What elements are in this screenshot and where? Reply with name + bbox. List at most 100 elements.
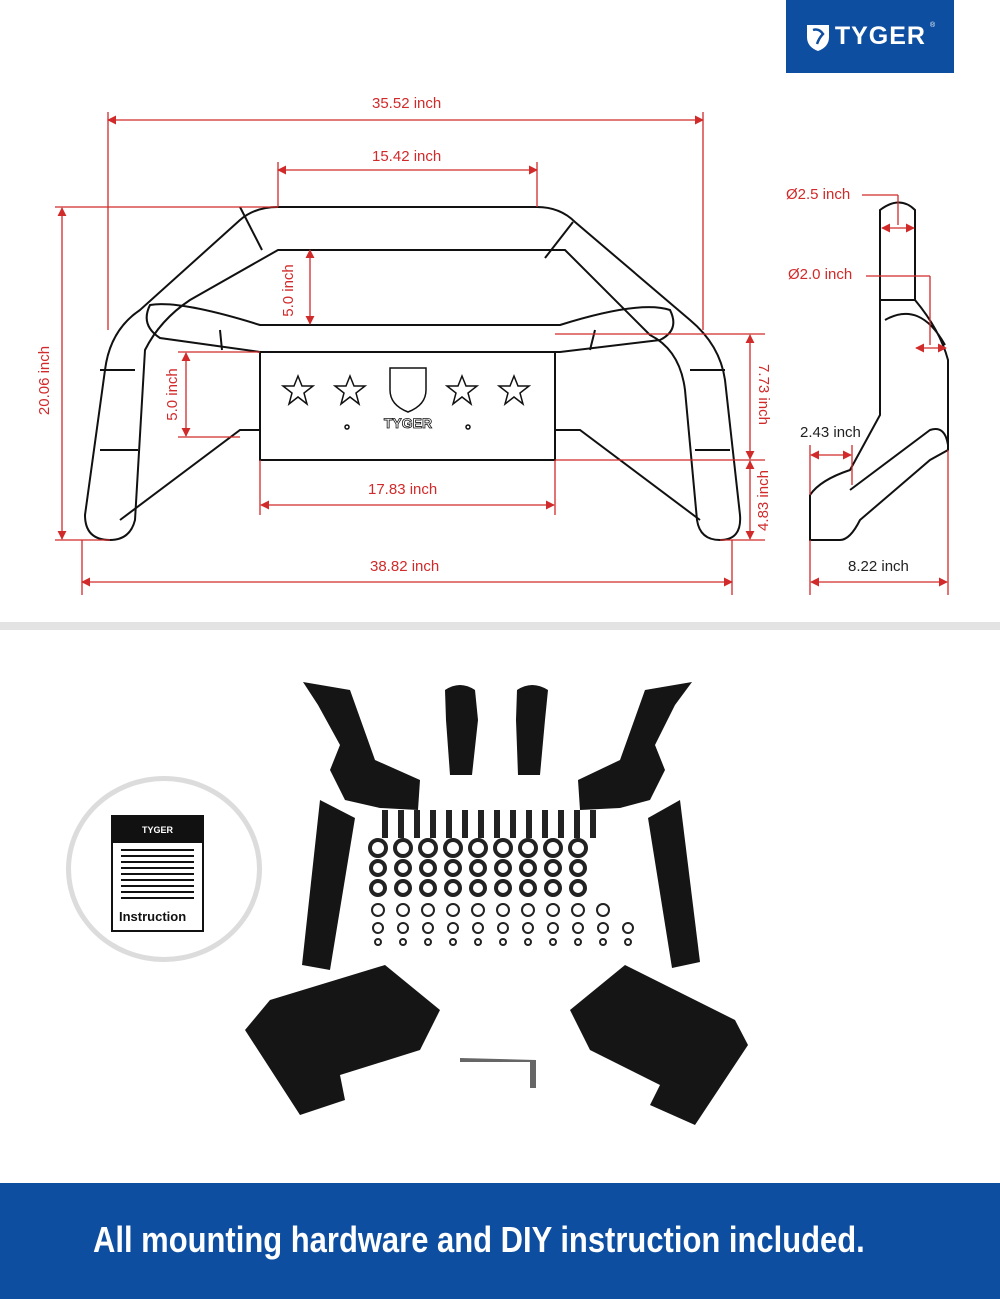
washer bbox=[449, 938, 457, 946]
dim-top-bar-width: 15.42 inch bbox=[372, 148, 442, 165]
washer bbox=[572, 922, 584, 934]
bolt bbox=[590, 810, 596, 838]
washer bbox=[493, 838, 513, 858]
footer-banner: All mounting hardware and DIY instructio… bbox=[0, 1183, 1000, 1299]
bolt bbox=[542, 810, 548, 838]
washer bbox=[497, 922, 509, 934]
washer bbox=[499, 938, 507, 946]
washer bbox=[444, 879, 462, 897]
washer bbox=[521, 903, 535, 917]
instruction-manual: TYGER Instruction bbox=[111, 815, 204, 932]
bolt bbox=[526, 810, 532, 838]
washer bbox=[372, 922, 384, 934]
washer bbox=[568, 838, 588, 858]
washer bbox=[396, 903, 410, 917]
washer bbox=[544, 859, 562, 877]
dimension-lines bbox=[55, 112, 949, 595]
section-divider bbox=[0, 622, 1000, 630]
washer bbox=[494, 859, 512, 877]
bolt bbox=[446, 810, 452, 838]
dim-side-depth: 8.22 inch bbox=[848, 558, 909, 575]
washer bbox=[522, 922, 534, 934]
washer bbox=[472, 922, 484, 934]
washer bbox=[446, 903, 460, 917]
washer bbox=[394, 859, 412, 877]
washer bbox=[397, 922, 409, 934]
washer bbox=[519, 879, 537, 897]
washer bbox=[596, 903, 610, 917]
washer bbox=[597, 922, 609, 934]
washer bbox=[622, 922, 634, 934]
bolt bbox=[414, 810, 420, 838]
dim-plate-width: 17.83 inch bbox=[368, 481, 438, 498]
washer bbox=[399, 938, 407, 946]
dim-overall-bottom-width: 38.82 inch bbox=[370, 558, 440, 575]
washer bbox=[422, 922, 434, 934]
washer bbox=[496, 903, 510, 917]
washer bbox=[468, 838, 488, 858]
bolt bbox=[478, 810, 484, 838]
washer bbox=[393, 838, 413, 858]
washer bbox=[419, 859, 437, 877]
washer bbox=[419, 879, 437, 897]
manual-label: Instruction bbox=[119, 909, 187, 924]
washer bbox=[469, 859, 487, 877]
washer bbox=[547, 922, 559, 934]
washer bbox=[524, 938, 532, 946]
washer bbox=[371, 903, 385, 917]
washer bbox=[546, 903, 560, 917]
dim-tube-diameter-small: Ø2.0 inch bbox=[788, 266, 853, 283]
mounting-brackets bbox=[245, 682, 748, 1125]
bolt bbox=[510, 810, 516, 838]
bull-bar-front-view bbox=[83, 201, 949, 542]
manual-text-lines bbox=[121, 849, 194, 899]
bolt bbox=[558, 810, 564, 838]
bolt bbox=[382, 810, 388, 838]
washer bbox=[394, 879, 412, 897]
dim-side-gap: 5.0 inch bbox=[163, 368, 181, 421]
washer bbox=[424, 938, 432, 946]
washer bbox=[494, 879, 512, 897]
dim-tube-diameter-large: Ø2.5 inch bbox=[786, 186, 851, 203]
bolt bbox=[398, 810, 404, 838]
dim-side-offset: 2.43 inch bbox=[800, 424, 861, 441]
washer bbox=[447, 922, 459, 934]
washer bbox=[569, 879, 587, 897]
washer bbox=[544, 879, 562, 897]
washer bbox=[474, 938, 482, 946]
washer bbox=[444, 859, 462, 877]
washer bbox=[469, 879, 487, 897]
bolt bbox=[574, 810, 580, 838]
washer bbox=[471, 903, 485, 917]
dim-overall-height: 20.06 inch bbox=[36, 345, 54, 416]
plate-decoration bbox=[280, 367, 532, 430]
dim-center-height: 7.73 inch bbox=[754, 364, 772, 425]
dimension-diagram: TYGER bbox=[55, 112, 949, 595]
banner-text: All mounting hardware and DIY instructio… bbox=[93, 1219, 865, 1260]
washer bbox=[418, 838, 438, 858]
washer bbox=[543, 838, 563, 858]
washer bbox=[519, 859, 537, 877]
brand-logo: TYGER ® bbox=[786, 0, 954, 73]
bolt bbox=[462, 810, 468, 838]
washer bbox=[571, 903, 585, 917]
washer bbox=[624, 938, 632, 946]
washer bbox=[569, 859, 587, 877]
hardware-kit-photo bbox=[245, 682, 748, 1125]
washer bbox=[599, 938, 607, 946]
washer bbox=[368, 838, 388, 858]
washer bbox=[549, 938, 557, 946]
washer bbox=[518, 838, 538, 858]
washer bbox=[421, 903, 435, 917]
washer bbox=[374, 938, 382, 946]
dim-upper-gap: 5.0 inch bbox=[279, 264, 297, 317]
washer bbox=[369, 879, 387, 897]
washer bbox=[574, 938, 582, 946]
washer bbox=[369, 859, 387, 877]
plate-logo: TYGER bbox=[384, 415, 432, 431]
bolt bbox=[494, 810, 500, 838]
registered-mark: ® bbox=[929, 22, 936, 29]
bolt bbox=[430, 810, 436, 838]
manual-brand: TYGER bbox=[113, 817, 202, 843]
washer bbox=[443, 838, 463, 858]
